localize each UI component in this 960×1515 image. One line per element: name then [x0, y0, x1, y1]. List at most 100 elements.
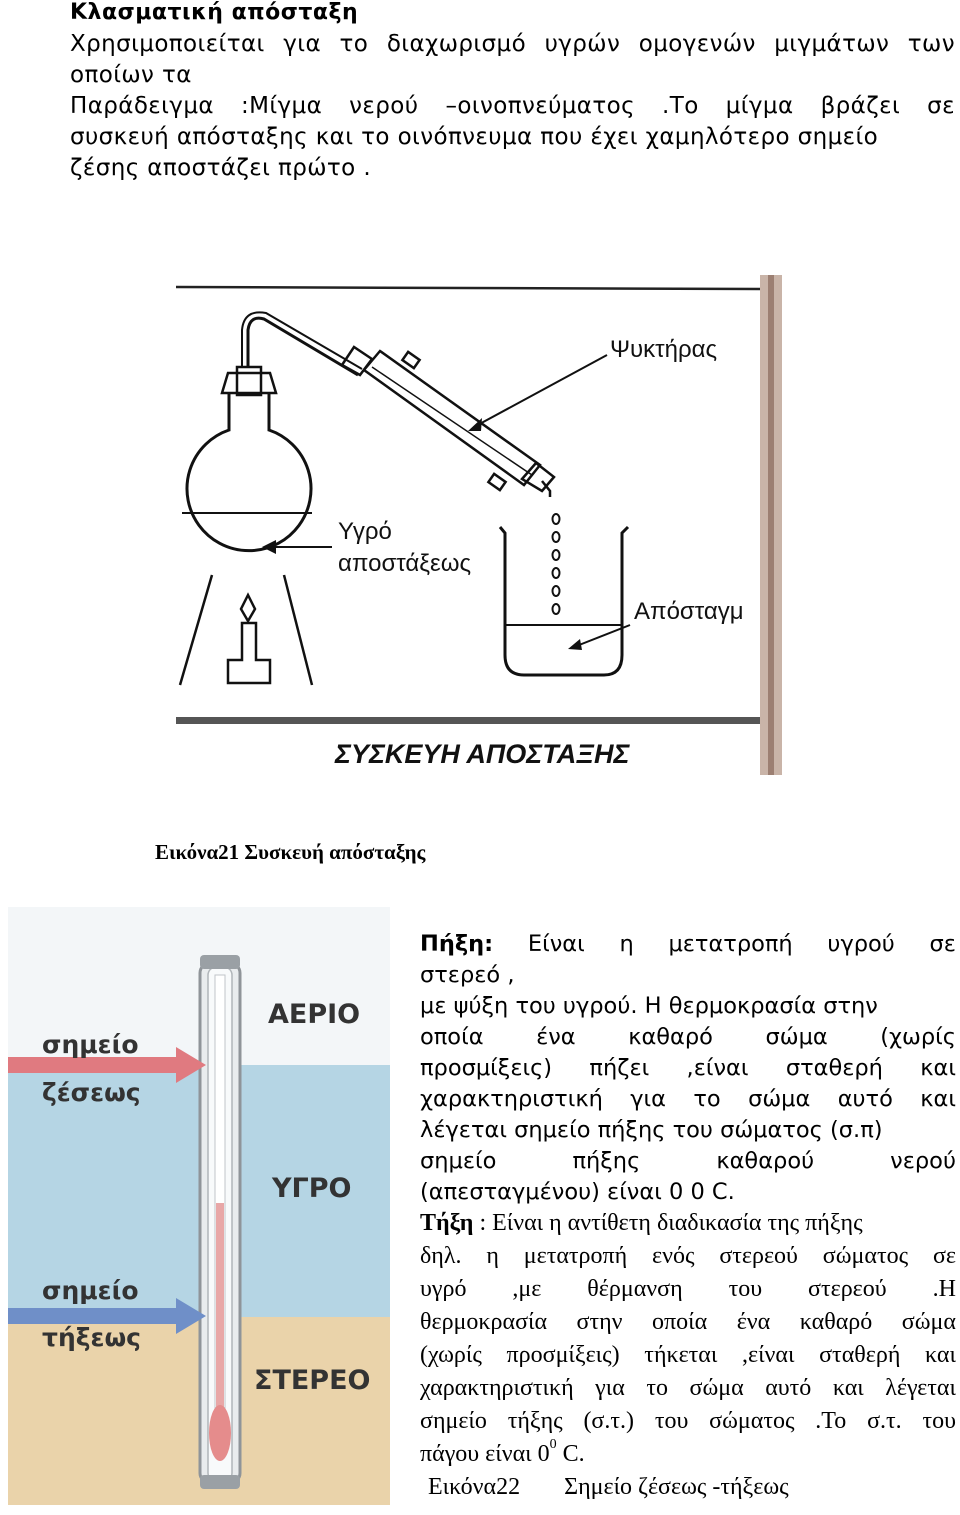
word: στην	[576, 1309, 623, 1335]
word: υγρό	[420, 1276, 467, 1302]
word: σώμα	[765, 1024, 828, 1050]
melting-line-3: υγρό ,με θέρμανση του στερεού .Η	[420, 1276, 956, 1303]
word: θέρμανση	[587, 1276, 683, 1302]
word: σε	[929, 931, 956, 957]
thermometer	[198, 955, 242, 1489]
melting-point-arrow	[8, 1298, 206, 1334]
word: ομογενών	[638, 31, 756, 57]
word: Είναι	[527, 931, 585, 957]
label-melting-point-1: σημείο	[42, 1276, 139, 1305]
degree-superscript: 0	[549, 1437, 557, 1452]
freezing-line-1: Πήξη: Είναι η μετατροπή υγρού σε	[420, 931, 956, 957]
word: για	[630, 1086, 666, 1112]
word: .Το	[815, 1408, 847, 1434]
word: στερεού	[808, 1276, 887, 1302]
intro-line-2: οποίων τα	[70, 62, 192, 88]
word: :Μίγμα	[240, 93, 323, 119]
melting-line-8-a: πάγου είναι 0	[420, 1441, 550, 1467]
word: διαχωρισμό	[386, 31, 527, 57]
word: η	[486, 1243, 499, 1269]
figure-title: ΣΥΣΚΕΥΗ ΑΠΟΣΤΑΞΗΣ	[334, 739, 630, 769]
intro-line-5: ζέσης αποστάζει πρώτο .	[70, 155, 372, 181]
word: Χρησιμοποιείται	[70, 31, 265, 57]
word: νερού	[349, 93, 419, 119]
freezing-line-6: χαρακτηριστική για το σώμα αυτό και	[420, 1086, 956, 1112]
word: μίγμα	[725, 93, 794, 119]
word: και	[920, 1055, 956, 1081]
word: –οινοπνεύματος	[445, 93, 635, 119]
section-heading: Κλασματική απόσταξη	[70, 0, 359, 25]
word: του	[922, 1408, 956, 1434]
freezing-line-8: σημείο πήξης καθαρού νερού	[420, 1148, 956, 1174]
word: και	[925, 1342, 956, 1368]
word: πήζει	[589, 1055, 650, 1081]
word: καθαρού	[716, 1148, 815, 1174]
word: θερμοκρασία	[420, 1309, 548, 1335]
word: βράζει	[820, 93, 901, 119]
word: σημείο	[420, 1148, 497, 1174]
label-liquid-2: αποστάξεως	[338, 550, 471, 577]
word: σώματος	[822, 1243, 909, 1269]
label-condenser: Ψυκτήρας	[610, 336, 717, 363]
word: σώμα	[901, 1309, 956, 1335]
word: μετατροπή	[668, 931, 793, 957]
word: .Η	[932, 1276, 956, 1302]
word: ένα	[736, 1309, 771, 1335]
word: αυτό	[837, 1086, 893, 1112]
melting-line-1-text: : Είναι η αντίθετη διαδικασία της πήξης	[479, 1210, 863, 1236]
word: σταθερή	[819, 1342, 901, 1368]
boiling-point-arrow	[8, 1047, 206, 1083]
intro-line-1: Χρησιμοποιείται για το διαχωρισμό υγρών …	[70, 31, 955, 57]
label-distillate: Απόσταγμ	[634, 598, 744, 625]
word: σ.τ.	[867, 1408, 902, 1434]
word: του	[728, 1276, 763, 1302]
melting-line-8: πάγου είναι 00 C.	[420, 1437, 956, 1468]
distillation-apparatus-figure: Ψυκτήρας Υγρό αποστάξεως Απόσταγμ ΣΥΣΚΕΥ…	[172, 275, 782, 775]
word: χαρακτηριστική	[420, 1086, 603, 1112]
word: μιγμάτων	[774, 31, 890, 57]
word: πήξης	[572, 1148, 641, 1174]
word: για	[283, 31, 322, 57]
word: (χωρίς	[420, 1342, 482, 1368]
word: ,είναι	[742, 1342, 795, 1368]
word: νερού	[890, 1148, 956, 1174]
word: τήκεται	[644, 1342, 718, 1368]
freezing-line-7: λέγεται σημείο πήξης του σώματος (σ.π)	[420, 1117, 883, 1143]
freezing-line-5: προσμίξεις) πήζει ,είναι σταθερή και	[420, 1055, 956, 1081]
burner	[178, 574, 314, 686]
word: λέγεται	[885, 1375, 956, 1401]
word: σταθερή	[785, 1055, 883, 1081]
beaker	[498, 525, 630, 677]
word: αυτό	[765, 1375, 812, 1401]
delivery-tube	[246, 316, 359, 377]
caption-label: Εικόνα22	[428, 1474, 521, 1500]
word: το	[646, 1375, 668, 1401]
word: στερεού	[719, 1243, 798, 1269]
word: για	[595, 1375, 625, 1401]
word: ένα	[536, 1024, 576, 1050]
distillate-arrow	[573, 624, 631, 648]
freezing-line-3: με ψύξη του υγρού. Η θερμοκρασία στην	[420, 993, 878, 1019]
freezing-line-4: οποία ένα καθαρό σώμα (χωρίς	[420, 1024, 956, 1050]
phase-change-figure: ΑΕΡΙΟ ΥΓΡΟ ΣΤΕΡΕΟ σημείο ζέσεως σημείο τ…	[0, 893, 400, 1515]
caption-figure-21: Εικόνα21 Συσκευή απόσταξης	[155, 840, 426, 864]
word: μετατροπή	[523, 1243, 628, 1269]
intro-line-3: Παράδειγμα :Μίγμα νερού –οινοπνεύματος .…	[70, 93, 955, 119]
word: χαρακτηριστική	[420, 1375, 574, 1401]
condenser	[340, 345, 556, 497]
freezing-term: Πήξη:	[420, 931, 494, 957]
word: η	[619, 931, 634, 957]
word: οποία	[652, 1309, 708, 1335]
word: ενός	[652, 1243, 695, 1269]
distillate-drops	[551, 513, 561, 615]
word: δηλ.	[420, 1243, 462, 1269]
label-solid: ΣΤΕΡΕΟ	[254, 1365, 371, 1396]
melting-line-1: Τήξη : Είναι η αντίθετη διαδικασία της π…	[420, 1210, 956, 1237]
melting-line-6: χαρακτηριστική για το σώμα αυτό και λέγε…	[420, 1375, 956, 1402]
word: σώμα	[748, 1086, 811, 1112]
word: το	[693, 1086, 721, 1112]
label-boiling-point-2: ζέσεως	[42, 1078, 141, 1107]
word: σε	[932, 1243, 956, 1269]
label-liquid: ΥΓΡΟ	[271, 1173, 352, 1204]
melting-line-2: δηλ. η μετατροπή ενός στερεού σώματος σε	[420, 1243, 956, 1270]
